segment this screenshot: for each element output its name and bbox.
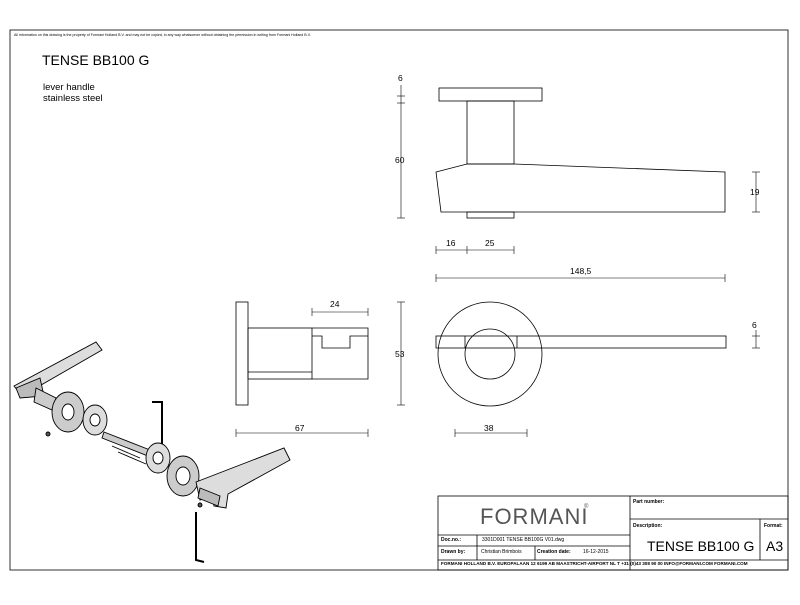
- dim-lever-thickness: 6: [752, 320, 757, 330]
- dim-overall-length: 148,5: [570, 266, 592, 276]
- dim-rose-offset: 16: [446, 238, 456, 248]
- registered-mark: ®: [584, 504, 589, 510]
- formani-logo: FORMANI: [480, 504, 589, 529]
- sheet-border: [9, 29, 789, 571]
- subtitle-type: lever handle: [43, 82, 95, 93]
- title-block-lines: [437, 495, 789, 571]
- drawn-by-label: Drawn by:: [441, 549, 466, 555]
- dim-rose-thickness: 6: [398, 73, 403, 83]
- part-number-label: Part number:: [633, 499, 665, 505]
- title-block: FORMANI ® Part number: Description: TENS…: [438, 496, 788, 570]
- drawing-title: TENSE BB100 G: [42, 52, 150, 68]
- description-value: TENSE BB100 G: [647, 538, 755, 554]
- doc-no-label: Doc.no.:: [441, 537, 461, 543]
- format-value: A3: [766, 538, 784, 554]
- copyright-notice: All information on this drawing is the p…: [14, 33, 311, 37]
- exploded-view: [13, 341, 291, 563]
- dim-side-length: 24: [330, 299, 340, 309]
- creation-date-value: 16-12-2015: [583, 549, 609, 555]
- dim-rose-diameter: 38: [484, 423, 494, 433]
- company-footer: FORMANI HOLLAND B.V. EUROPALAAN 12 6199 …: [441, 561, 748, 566]
- dim-rose-height: 53: [395, 349, 405, 359]
- format-label: Format:: [764, 523, 783, 529]
- drawn-by-value: Christian Brimbois: [481, 549, 522, 555]
- subtitle-material: stainless steel: [43, 93, 103, 104]
- dim-height: 60: [395, 155, 405, 165]
- dimension-lines: [235, 85, 760, 437]
- dim-spindle-width: 25: [485, 238, 495, 248]
- front-view: [435, 87, 726, 219]
- description-label: Description:: [633, 523, 663, 529]
- top-view: [435, 301, 727, 407]
- dim-rose-depth: 67: [295, 423, 305, 433]
- doc-no-value: 3301D001 TENSE BB100G V01.dwg: [482, 537, 565, 543]
- dim-lever-height: 19: [750, 187, 760, 197]
- creation-date-label: Creation date:: [537, 549, 571, 555]
- side-view: [235, 301, 369, 406]
